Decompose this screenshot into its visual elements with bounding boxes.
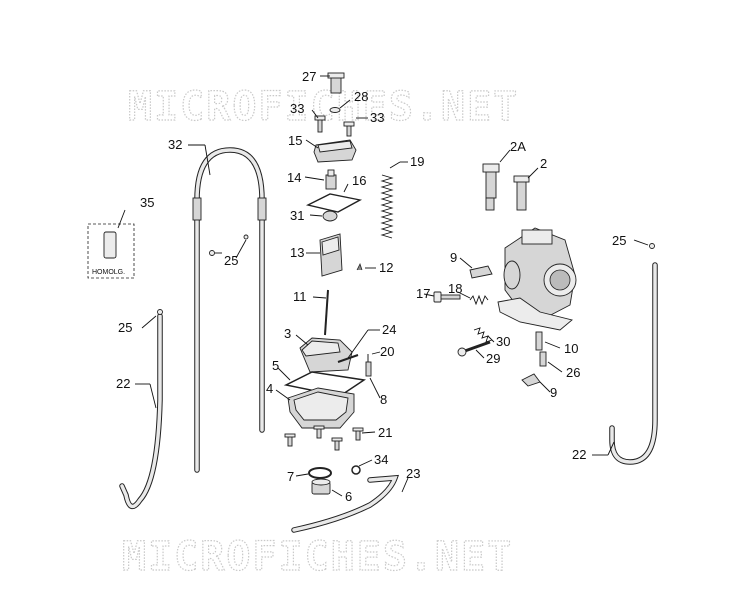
callout-12: 12	[379, 260, 393, 275]
o-ring-7	[308, 467, 332, 479]
watermark-bottom: MICROFICHES.NET	[122, 534, 513, 580]
callout-33-a: 33	[290, 101, 304, 116]
spring-19	[380, 174, 394, 239]
watermark-top: MICROFICHES.NET	[128, 84, 519, 130]
callout-9-a: 9	[450, 250, 457, 265]
nut-14	[325, 169, 337, 190]
callout-30: 30	[496, 334, 510, 349]
callout-16: 16	[352, 173, 366, 188]
callout-31: 31	[290, 208, 304, 223]
callout-27: 27	[302, 69, 316, 84]
callout-17: 17	[416, 286, 430, 301]
callout-2: 2	[540, 156, 547, 171]
callout-7: 7	[287, 469, 294, 484]
callout-22-b: 22	[572, 447, 586, 462]
bracket-9-bottom	[521, 373, 541, 387]
sensor-2A	[482, 163, 500, 211]
callout-2A: 2A	[510, 139, 526, 154]
callout-14: 14	[287, 170, 301, 185]
screw-17	[433, 291, 461, 303]
callout-25-b: 25	[118, 320, 132, 335]
collar-31	[322, 210, 338, 222]
needle-11	[324, 289, 329, 336]
spring-18	[469, 294, 489, 306]
spring-30	[473, 327, 493, 343]
callout-4: 4	[266, 381, 273, 396]
callout-8: 8	[380, 392, 387, 407]
throttle-body	[497, 227, 577, 331]
sensor-2	[513, 175, 530, 211]
bowl-screws-21	[284, 425, 364, 451]
callout-35: 35	[140, 195, 154, 210]
callout-22-a: 22	[116, 376, 130, 391]
callout-19: 19	[410, 154, 424, 169]
clip-25-a	[209, 250, 215, 256]
gasket-16	[305, 193, 363, 213]
callout-32: 32	[168, 137, 182, 152]
callout-24: 24	[382, 322, 396, 337]
homolog-box	[87, 223, 135, 279]
drain-hose-23	[291, 474, 400, 533]
throttle-cable-32	[192, 147, 267, 473]
callout-20: 20	[380, 344, 394, 359]
homolog-part	[103, 231, 117, 259]
callout-25-c: 25	[612, 233, 626, 248]
callout-34: 34	[374, 452, 388, 467]
valve-20	[365, 354, 372, 377]
cap-screw-27	[327, 72, 345, 94]
clip-34	[351, 465, 361, 475]
callout-15: 15	[288, 133, 302, 148]
callout-9-b: 9	[550, 385, 557, 400]
homolog-label: HOMOLG.	[92, 269, 125, 276]
pin-24	[337, 354, 359, 363]
callout-10: 10	[564, 341, 578, 356]
fitting-26	[539, 351, 547, 367]
callout-23: 23	[406, 466, 420, 481]
screw-33-left	[314, 115, 326, 133]
callout-6: 6	[345, 489, 352, 504]
callout-33-b: 33	[370, 110, 384, 125]
callout-labels: 27 28 33 33 15 14 16 19 31 13 12 11 32 3…	[116, 69, 626, 504]
callout-21: 21	[378, 425, 392, 440]
callout-28: 28	[354, 89, 368, 104]
clip-25-b	[243, 234, 249, 240]
vent-hose-22-right	[609, 262, 658, 465]
callout-11: 11	[293, 289, 307, 304]
callout-29: 29	[486, 351, 500, 366]
callout-25-a: 25	[224, 253, 238, 268]
screw-10	[535, 331, 543, 351]
callout-18: 18	[448, 281, 462, 296]
clip-12	[356, 262, 363, 271]
callout-5: 5	[272, 358, 279, 373]
bracket-9-top	[469, 265, 493, 279]
vent-hose-22-left	[119, 313, 163, 510]
screw-33-right	[343, 121, 355, 137]
callout-3: 3	[284, 326, 291, 341]
callout-13: 13	[290, 245, 304, 260]
bolt-29	[457, 340, 491, 357]
drain-plug-6	[311, 478, 331, 495]
callout-26: 26	[566, 365, 580, 380]
washer-28	[329, 107, 341, 113]
